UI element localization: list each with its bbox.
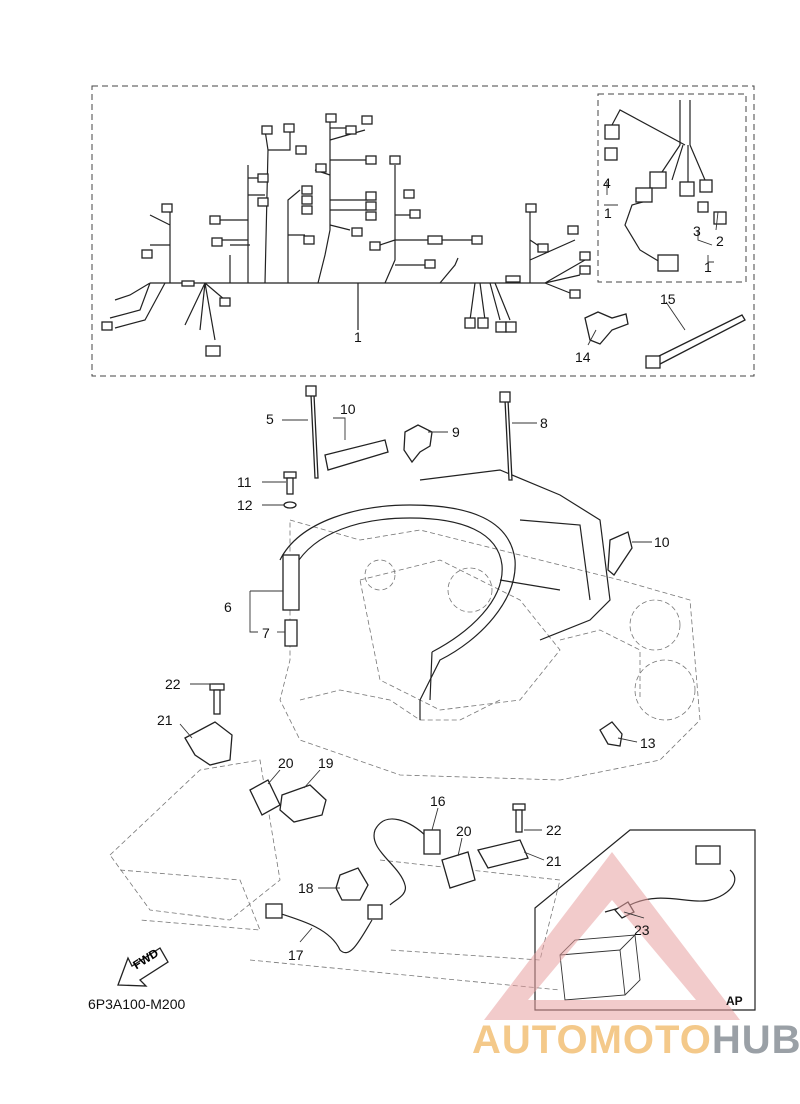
damper-18[interactable]	[335, 867, 369, 901]
ap-label: AP	[726, 994, 743, 1008]
callout-11: 11	[237, 474, 252, 490]
watermark-text: AUTOMOTOHUB	[472, 1018, 800, 1063]
callout-14: 14	[575, 349, 591, 365]
callout-15: 15	[660, 291, 676, 307]
callout-1b: 1	[604, 205, 612, 221]
callout-22a: 22	[165, 676, 181, 692]
bolt-22-a[interactable]	[209, 683, 225, 715]
callout-20a: 20	[278, 755, 294, 771]
callout-23: 23	[634, 922, 650, 938]
washer-12[interactable]	[283, 501, 297, 509]
callout-9: 9	[452, 424, 460, 440]
callout-1a: 1	[354, 329, 362, 345]
connector-23	[695, 845, 721, 865]
watermark-logo	[484, 852, 740, 1020]
callout-5: 5	[266, 411, 274, 427]
callout-17: 17	[288, 947, 304, 963]
callout-8: 8	[540, 415, 548, 431]
grommet-20-a[interactable]	[249, 779, 281, 816]
sensor-16	[423, 829, 441, 855]
engine-block	[279, 519, 701, 781]
callout-21b: 21	[546, 853, 562, 869]
cable-tie-8[interactable]	[504, 399, 513, 481]
callout-6: 6	[224, 599, 232, 615]
callout-22b: 22	[546, 822, 562, 838]
callout-3: 3	[693, 223, 701, 239]
callout-13: 13	[640, 735, 656, 751]
callout-10a: 10	[340, 401, 356, 417]
callout-12: 12	[237, 497, 253, 513]
harness-group-box	[91, 85, 755, 377]
lead-17-connector-a	[265, 903, 283, 919]
bolt-22-b[interactable]	[512, 803, 526, 833]
cable-tie-15-head	[645, 355, 661, 369]
callout-2: 2	[716, 233, 724, 249]
callout-10b: 10	[654, 534, 670, 550]
sub-harness[interactable]	[604, 100, 727, 272]
ap-inset-box	[534, 829, 756, 1011]
callout-18: 18	[298, 880, 314, 896]
collar-7[interactable]	[284, 619, 298, 647]
watermark-part-a: AUTOMOTO	[472, 1018, 712, 1062]
holder-21-b[interactable]	[477, 839, 529, 869]
fwd-arrow	[117, 947, 169, 987]
collar-6[interactable]	[282, 554, 300, 611]
callout-4: 4	[603, 175, 611, 191]
cable-tie-5[interactable]	[310, 394, 319, 479]
clamp-9[interactable]	[403, 424, 433, 464]
grommet-20-b[interactable]	[441, 851, 476, 889]
protector-10-a[interactable]	[324, 439, 389, 471]
protector-10-b[interactable]	[607, 531, 633, 576]
part-code: 6P3A100-M200	[88, 996, 186, 1012]
wire-harness[interactable]	[109, 118, 586, 341]
lead-17[interactable]	[274, 911, 373, 954]
callouts: 1 1 1 2 3 4 5 6 7 8 9 10 10 11 12 13 14 …	[157, 175, 724, 963]
leader-lines	[179, 182, 719, 943]
harness-detail-box	[597, 93, 747, 283]
clamp-13[interactable]	[599, 721, 623, 747]
callout-16: 16	[430, 793, 446, 809]
cable-tie-15[interactable]	[653, 314, 746, 365]
harness-connectors	[101, 113, 591, 357]
watermark-part-b: HUB	[711, 1018, 800, 1062]
callout-21a: 21	[157, 712, 173, 728]
callout-20b: 20	[456, 823, 472, 839]
cover-19[interactable]	[279, 784, 327, 823]
cable-tie-8-head	[499, 391, 511, 403]
callout-7: 7	[262, 625, 270, 641]
lower-mount	[109, 759, 561, 991]
clamp-14[interactable]	[584, 311, 629, 345]
callout-19: 19	[318, 755, 334, 771]
lead-16[interactable]	[373, 818, 429, 906]
holder-21-a[interactable]	[184, 721, 233, 766]
bolt-11[interactable]	[283, 471, 297, 495]
callout-1c: 1	[704, 259, 712, 275]
harness-bracket[interactable]	[279, 469, 611, 720]
cable-tie-5-head	[305, 385, 317, 397]
lead-17-connector-b	[367, 904, 383, 920]
